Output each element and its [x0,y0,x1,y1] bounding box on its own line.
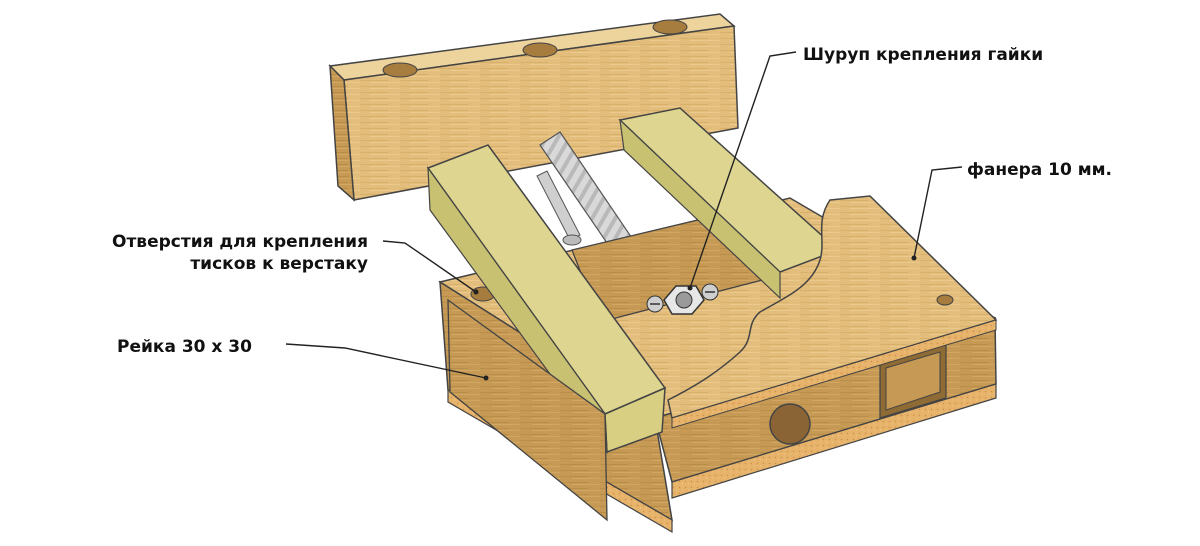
leader-holes [382,240,477,293]
label-mounting-holes-line1: Отверстия для крепления [112,232,368,252]
leader-plywood [913,166,963,259]
back-jaw [328,13,739,202]
jaw-hole-3 [652,19,688,35]
label-mounting-holes-line2: тисков к верстаку [190,254,368,274]
jaw-hole-2 [522,42,558,58]
label-rail: Рейка 30 х 30 [117,337,252,357]
front-hole [769,403,811,445]
left-front-block [447,298,608,522]
leader-rail [285,343,487,379]
plywood-hole-1 [936,294,954,306]
label-mounting-holes: Отверстия для крепления тисков к верстак… [60,231,368,275]
label-nut-screw: Шуруп крепления гайки [803,45,1044,65]
nut [646,283,719,315]
leader-nut-screw [689,51,797,289]
jaw-hole-1 [382,62,418,78]
rail-right [618,107,840,300]
leader-lines [285,51,963,381]
label-plywood: фанера 10 мм. [967,160,1112,180]
lead-screw [536,131,641,263]
plywood-top [667,195,998,429]
rail-left [426,144,667,454]
